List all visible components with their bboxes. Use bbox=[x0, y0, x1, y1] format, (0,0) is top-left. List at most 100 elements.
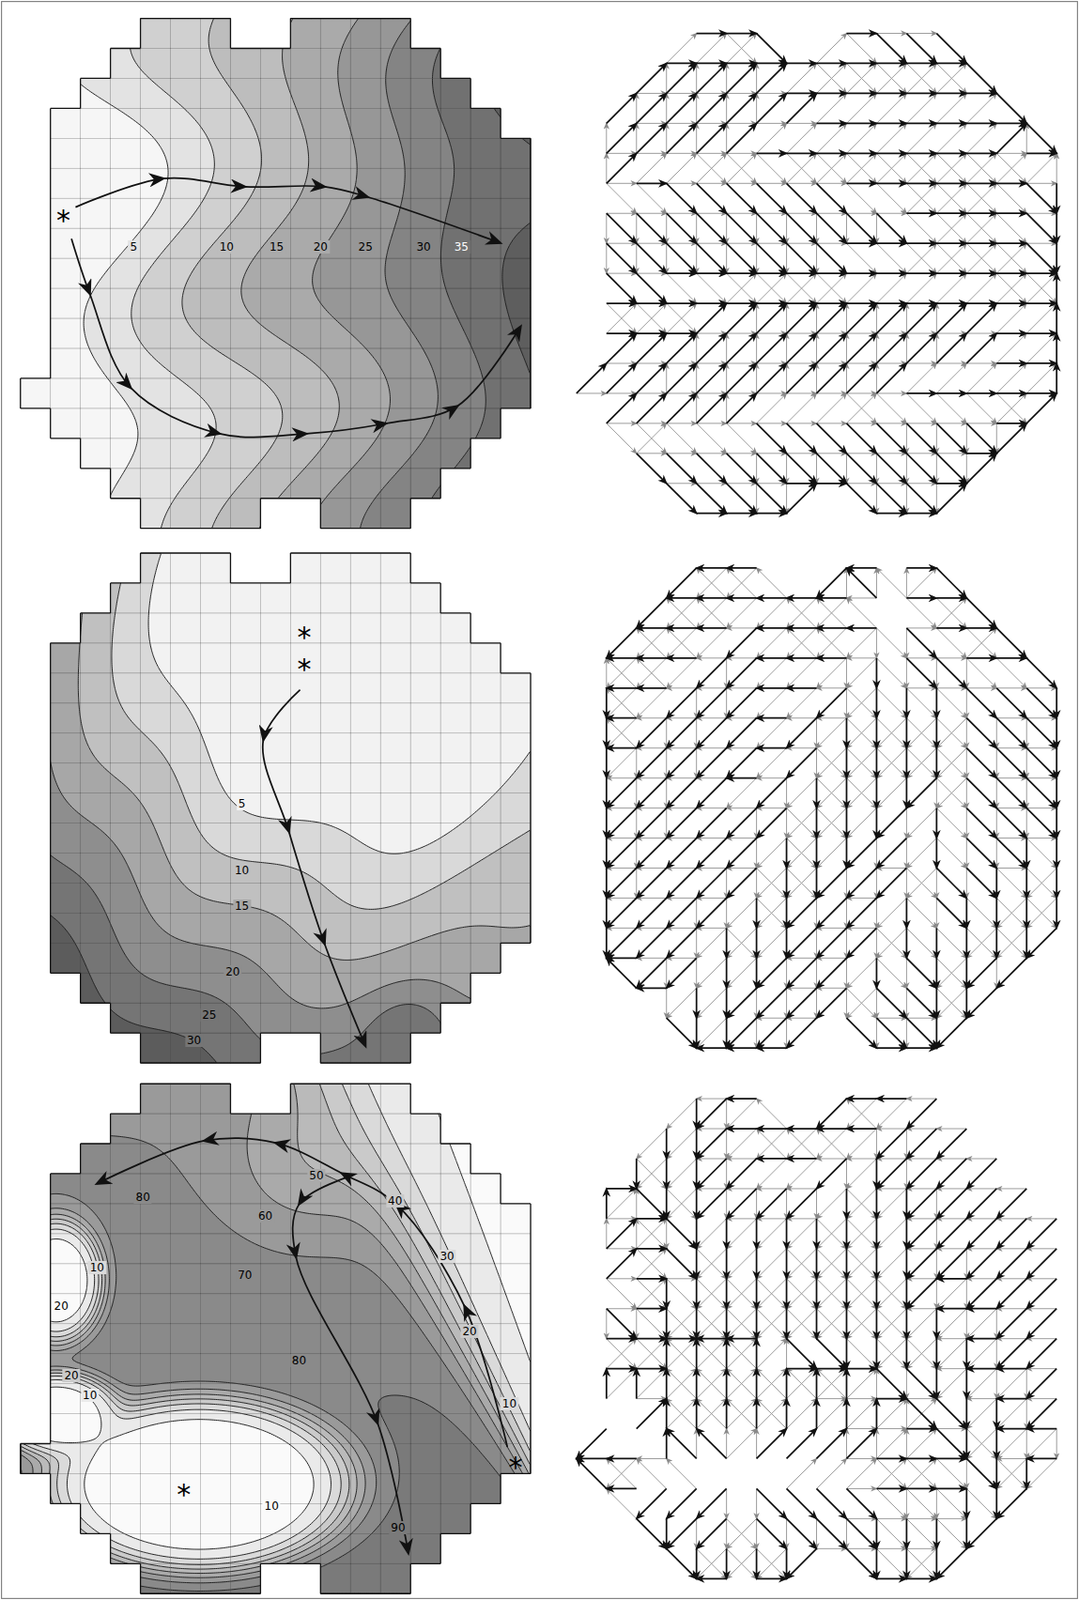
secondary-flow-arrow bbox=[606, 1279, 637, 1310]
secondary-flow-arrow bbox=[816, 1248, 848, 1280]
secondary-flow-arrow bbox=[665, 778, 667, 809]
flow-arrow bbox=[1026, 152, 1057, 155]
flow-arrow bbox=[936, 483, 967, 514]
flow-arrow bbox=[726, 453, 757, 484]
secondary-flow-arrow bbox=[876, 568, 878, 599]
flow-arrow bbox=[725, 957, 728, 988]
grid-cell bbox=[380, 1002, 411, 1033]
secondary-flow-arrow bbox=[696, 123, 727, 124]
secondary-flow-arrow bbox=[606, 1188, 637, 1219]
secondary-flow-arrow bbox=[936, 657, 967, 659]
secondary-flow-arrow bbox=[846, 333, 848, 364]
secondary-flow-arrow bbox=[786, 1248, 817, 1280]
flow-arrow bbox=[696, 272, 727, 275]
flow-arrow bbox=[726, 243, 757, 274]
flow-arrow bbox=[666, 213, 697, 244]
flow-arrow bbox=[695, 1017, 698, 1049]
flow-arrow bbox=[846, 718, 848, 749]
secondary-flow-arrow bbox=[755, 838, 757, 869]
flow-arrow bbox=[816, 423, 848, 454]
grid-cell bbox=[470, 823, 501, 854]
grid-cell bbox=[50, 673, 81, 704]
grid-cell bbox=[200, 673, 231, 704]
secondary-flow-arrow bbox=[936, 927, 967, 958]
secondary-flow-arrow bbox=[786, 213, 817, 215]
secondary-flow-arrow bbox=[636, 1218, 667, 1249]
flow-arrow bbox=[726, 272, 757, 275]
flow-arrow bbox=[876, 92, 907, 95]
flow-arrow bbox=[966, 242, 997, 245]
secondary-flow-arrow bbox=[996, 1217, 1027, 1219]
secondary-flow-arrow bbox=[696, 153, 727, 155]
flow-arrow bbox=[696, 718, 727, 749]
elevation-band bbox=[20, 553, 532, 1064]
secondary-flow-arrow bbox=[726, 1279, 757, 1310]
flow-arrow bbox=[816, 302, 848, 305]
secondary-flow-arrow bbox=[696, 777, 727, 779]
flow-arrow bbox=[636, 333, 667, 364]
grid-cell bbox=[440, 673, 471, 704]
grid-cell bbox=[200, 348, 231, 379]
secondary-flow-arrow bbox=[636, 423, 667, 454]
flow-arrow bbox=[846, 927, 877, 958]
flow-arrow bbox=[935, 718, 938, 749]
secondary-flow-arrow bbox=[786, 363, 787, 394]
secondary-flow-arrow bbox=[606, 243, 637, 245]
flow-arrow bbox=[726, 658, 757, 689]
flow-arrow bbox=[696, 627, 727, 630]
grid-cell bbox=[320, 1032, 351, 1064]
flow-arrow bbox=[936, 568, 967, 599]
flow-arrow bbox=[876, 33, 907, 64]
grid-cell bbox=[440, 378, 471, 409]
secondary-flow-arrow bbox=[936, 1217, 967, 1219]
flow-arrow bbox=[846, 333, 877, 364]
secondary-flow-arrow bbox=[636, 777, 667, 779]
secondary-flow-arrow bbox=[816, 453, 817, 484]
flow-arrow bbox=[726, 1017, 757, 1049]
secondary-flow-arrow bbox=[966, 1248, 997, 1249]
grid-cell bbox=[290, 138, 321, 169]
secondary-flow-arrow bbox=[786, 183, 817, 185]
flow-arrow bbox=[906, 957, 937, 988]
secondary-flow-arrow bbox=[636, 837, 667, 839]
secondary-flow-arrow bbox=[876, 153, 907, 184]
elevation-band bbox=[20, 553, 532, 1064]
contour-line bbox=[482, 18, 532, 529]
flow-arrow bbox=[906, 303, 937, 334]
grid-cell bbox=[320, 673, 351, 704]
grid-cell bbox=[200, 77, 231, 108]
grid-cell bbox=[80, 1384, 111, 1415]
flow-arrow bbox=[995, 927, 998, 958]
grid-cell bbox=[200, 318, 231, 349]
grid-cell bbox=[230, 733, 261, 764]
grid-cell bbox=[200, 1173, 231, 1204]
flow-arrow bbox=[726, 62, 757, 65]
grid-cell bbox=[350, 1354, 381, 1385]
flow-arrow bbox=[996, 657, 1027, 660]
secondary-flow-arrow bbox=[966, 213, 997, 244]
grid-cell bbox=[230, 168, 261, 199]
flow-arrow bbox=[965, 927, 968, 958]
secondary-flow-arrow bbox=[906, 32, 937, 34]
grid-cell bbox=[290, 18, 321, 49]
secondary-flow-arrow bbox=[725, 333, 727, 364]
flow-arrow bbox=[726, 483, 757, 514]
secondary-flow-arrow bbox=[816, 1128, 848, 1159]
secondary-flow-arrow bbox=[1026, 808, 1028, 839]
grid-cell bbox=[140, 583, 171, 614]
grid-cell bbox=[320, 1002, 351, 1033]
grid-cell bbox=[320, 258, 351, 289]
grid-cell bbox=[260, 733, 291, 764]
secondary-flow-arrow bbox=[726, 153, 757, 184]
grid-cell bbox=[320, 77, 351, 108]
secondary-flow-arrow bbox=[665, 92, 667, 124]
secondary-flow-arrow bbox=[876, 62, 907, 93]
secondary-flow-arrow bbox=[936, 363, 967, 394]
secondary-flow-arrow bbox=[996, 363, 1027, 394]
grid-cell bbox=[410, 228, 441, 259]
secondary-flow-arrow bbox=[996, 273, 1027, 304]
secondary-flow-arrow bbox=[816, 987, 817, 1018]
flow-arrow bbox=[755, 897, 758, 928]
secondary-flow-arrow bbox=[636, 807, 667, 809]
secondary-flow-arrow bbox=[876, 628, 878, 659]
